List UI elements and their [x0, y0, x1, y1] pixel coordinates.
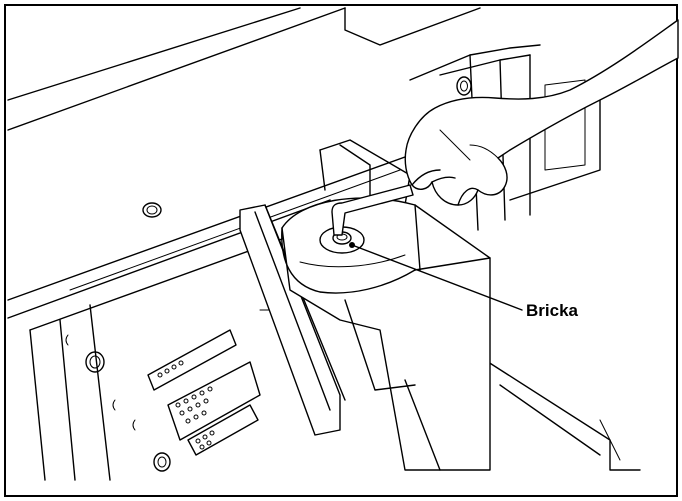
hex-key-tool [331, 184, 414, 236]
callout-label-bricka: Bricka [526, 301, 579, 320]
alignment-mark [142, 202, 162, 218]
upper-screw [456, 76, 472, 96]
hand [404, 19, 679, 206]
connector-block-1 [147, 329, 237, 391]
callout-leader [349, 242, 523, 311]
open-door-panel [239, 204, 346, 436]
side-panel [29, 304, 171, 481]
illustration-frame [4, 4, 678, 497]
connector-block-3 [187, 404, 259, 456]
connector-block-2 [167, 361, 261, 441]
